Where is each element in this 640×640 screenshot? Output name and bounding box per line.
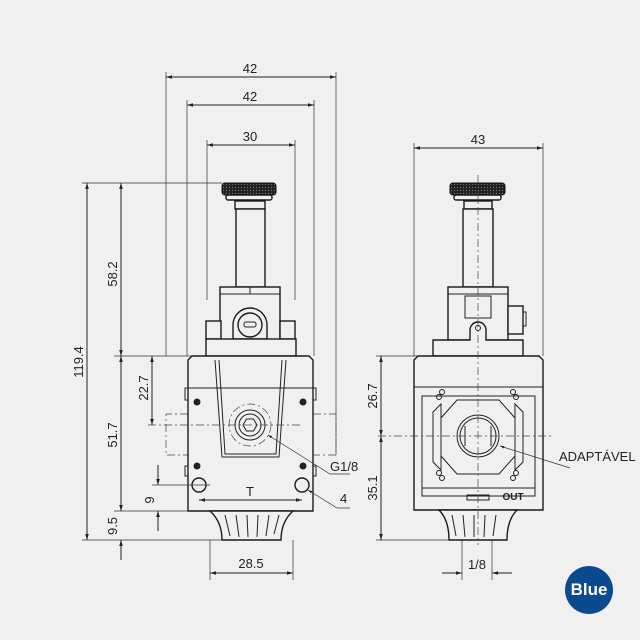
dim-port-offset: 22.7 — [136, 375, 151, 400]
dim-overall-width: 42 — [243, 61, 257, 76]
lock-icon — [237, 312, 263, 338]
side-view: 43 26.7 35.1 1/8 ADAPTÁVEL OUT — [365, 132, 636, 580]
outlet-label: OUT — [502, 492, 523, 503]
adjust-knob — [449, 182, 506, 196]
front-view: 42 42 30 119.4 58.2 51.7 9.5 22.7 9 T 28… — [71, 61, 358, 580]
callout-port-thread: G1/8 — [330, 459, 358, 474]
dim-body-height: 51.7 — [105, 422, 120, 447]
brand-badge: Blue — [565, 566, 613, 614]
callout-adapter: ADAPTÁVEL — [559, 449, 636, 464]
dim-upper-height: 58.2 — [105, 261, 120, 286]
adjust-knob — [221, 182, 277, 196]
dim-side-width: 43 — [471, 132, 485, 147]
callout-holes: 4 — [340, 491, 347, 506]
dim-total-height: 119.4 — [71, 346, 86, 378]
dim-upper-port-height: 26.7 — [365, 383, 380, 408]
dim-base-height: 9.5 — [105, 517, 120, 535]
dim-hole-spacing: T — [246, 484, 254, 499]
dim-base-width: 28.5 — [238, 556, 263, 571]
dim-upper-width: 30 — [243, 129, 257, 144]
dim-lower-port-height: 35.1 — [365, 475, 380, 500]
dim-outlet-size: 1/8 — [468, 557, 486, 572]
dim-body-width: 42 — [243, 89, 257, 104]
mounting-hole — [294, 477, 310, 493]
dim-hole-offset: 9 — [142, 496, 157, 503]
